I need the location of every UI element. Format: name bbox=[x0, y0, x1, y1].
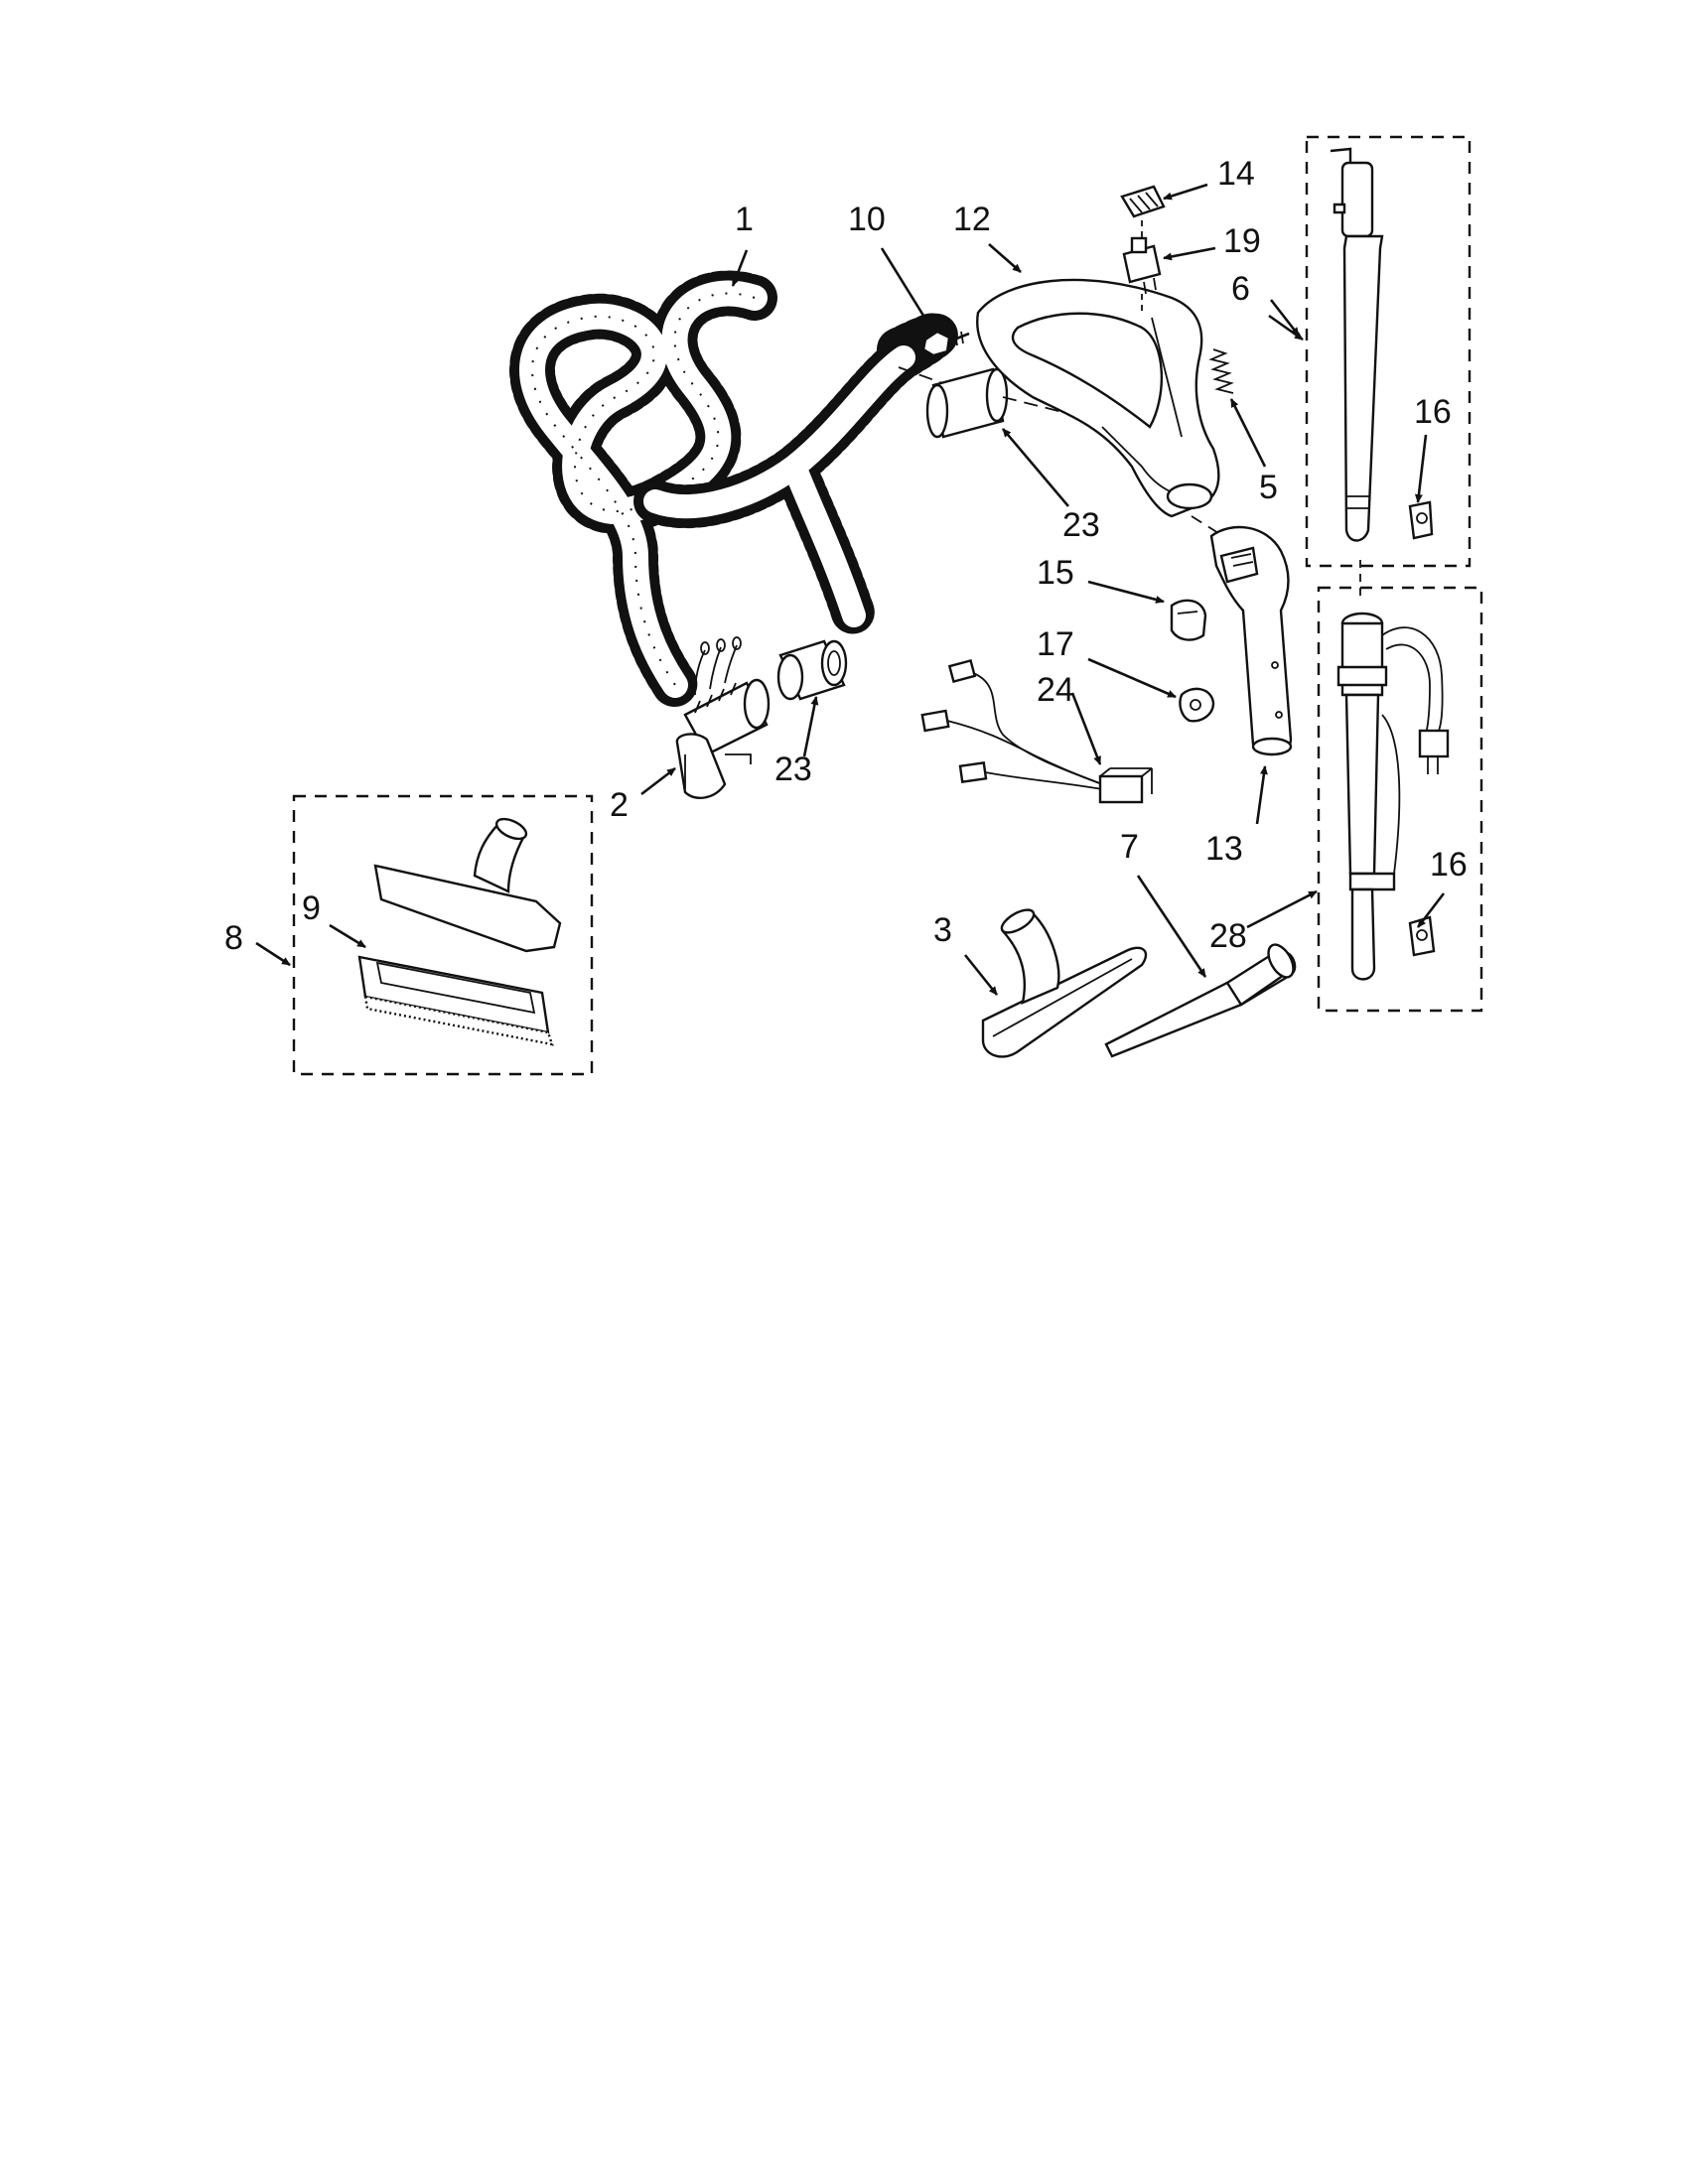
callout-16-lower: 16 bbox=[1430, 846, 1468, 884]
callout-23-upper: 23 bbox=[1062, 506, 1100, 544]
electric-wand-part bbox=[1336, 612, 1450, 981]
kit-8-box bbox=[292, 794, 594, 1076]
hose-part bbox=[509, 270, 959, 708]
callout-28: 28 bbox=[1209, 917, 1247, 955]
handle-part bbox=[976, 278, 1220, 518]
crevice-tool-part bbox=[1104, 943, 1297, 1058]
clip-part bbox=[1170, 599, 1207, 641]
switch-part bbox=[1122, 236, 1162, 316]
hose-end-part bbox=[675, 636, 771, 800]
screw-part bbox=[921, 330, 970, 357]
floor-tool-part bbox=[981, 908, 1148, 1058]
leader-lines bbox=[255, 183, 1446, 996]
callout-16-upper: 16 bbox=[1414, 393, 1452, 431]
kit-28-box bbox=[1317, 586, 1483, 1013]
latch-part bbox=[1179, 687, 1215, 723]
upper-wand-part bbox=[1330, 147, 1384, 596]
kit-6-box bbox=[1305, 135, 1472, 568]
cuff-lower-part bbox=[776, 639, 848, 701]
callout-8: 8 bbox=[224, 919, 243, 957]
wand-latch-upper-part bbox=[1408, 500, 1434, 540]
wire-harness-part bbox=[920, 658, 1153, 804]
callout-24: 24 bbox=[1037, 671, 1074, 709]
callout-5: 5 bbox=[1259, 469, 1278, 506]
spring-part bbox=[1208, 348, 1234, 394]
callout-19: 19 bbox=[1223, 222, 1261, 260]
callout-labels: 1 10 12 14 19 6 5 16 23 15 17 24 23 2 13… bbox=[224, 155, 1468, 957]
callout-12: 12 bbox=[953, 201, 991, 238]
callout-15: 15 bbox=[1037, 554, 1074, 592]
callout-13: 13 bbox=[1205, 830, 1243, 868]
callout-1: 1 bbox=[735, 201, 754, 238]
callout-14: 14 bbox=[1217, 155, 1255, 193]
callout-10: 10 bbox=[848, 201, 886, 238]
callout-3: 3 bbox=[933, 911, 952, 949]
upholstery-tool-part bbox=[373, 817, 562, 953]
callout-6: 6 bbox=[1231, 270, 1250, 308]
callout-7: 7 bbox=[1120, 828, 1139, 866]
wand-grip-part bbox=[1191, 515, 1293, 756]
callout-9: 9 bbox=[302, 889, 321, 927]
callout-17: 17 bbox=[1037, 625, 1074, 663]
callout-23-lower: 23 bbox=[774, 751, 812, 788]
callout-2: 2 bbox=[610, 786, 629, 824]
brush-part bbox=[357, 955, 554, 1046]
